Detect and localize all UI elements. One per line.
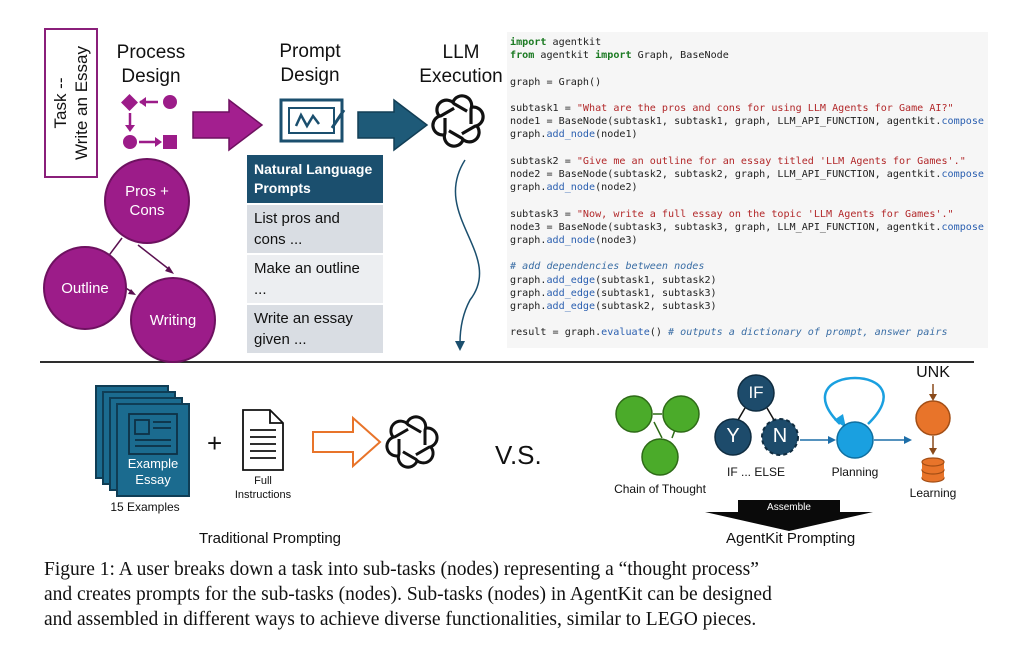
database-icon	[921, 457, 945, 483]
execution-arrowhead	[455, 341, 465, 351]
prompt-row-1-line-2: cons ...	[254, 231, 303, 248]
prompt-row-1: List pros and cons ...	[247, 205, 383, 253]
prompt-row-2-line-2: ...	[254, 281, 267, 298]
task-box: Task -- Write an Essay	[44, 28, 98, 178]
node-outline: Outline	[43, 246, 127, 330]
code-panel: import agentkit from agentkit import Grap…	[507, 32, 988, 348]
example-essay-label: Example Essay	[117, 456, 189, 488]
full-instructions-line-2: Instructions	[234, 489, 292, 501]
assemble-arrow	[705, 500, 873, 531]
llm-execution-line-1: LLM	[442, 42, 480, 63]
learning-graph	[915, 384, 951, 483]
node-pros-cons-line-1: Pros +	[125, 183, 169, 200]
unk-label: UNK	[916, 364, 950, 381]
y-node-label: Y	[726, 425, 740, 447]
caption-line-2: and creates prompts for the sub-tasks (n…	[44, 584, 772, 605]
document-icon	[128, 413, 178, 455]
node-pros-cons: Pros + Cons	[104, 158, 190, 244]
example-essay-line-2: Essay	[135, 472, 171, 487]
example-essay-line-1: Example	[127, 456, 179, 471]
figure-caption: Figure 1: A user breaks down a task into…	[44, 557, 994, 632]
planning-graph	[800, 376, 912, 459]
llm-execution-header: LLM Execution	[406, 41, 516, 89]
prompt-row-1-line-1: List pros and	[254, 210, 340, 227]
full-instructions-label: Full Instructions	[227, 474, 299, 502]
code-line: result = graph.evaluate() # outputs a di…	[510, 327, 948, 339]
code-line: graph.add_node(node1)	[510, 129, 638, 141]
n-node-label: N	[772, 425, 788, 447]
chain-of-thought-label: Chain of Thought	[614, 482, 706, 496]
planning-label: Planning	[831, 465, 879, 479]
code-line: graph.add_node(node2)	[510, 182, 638, 194]
llm-logo-icon	[431, 94, 485, 148]
examples-count: 15 Examples	[110, 500, 180, 514]
prompt-to-llm-arrow	[357, 98, 429, 152]
code-line: graph = Graph()	[510, 76, 602, 88]
process-flow-icon	[121, 94, 177, 149]
if-node-label: IF	[748, 383, 764, 402]
learning-label: Learning	[909, 486, 957, 500]
code-line: graph.add_edge(subtask2, subtask3)	[510, 301, 717, 313]
code-line: node1 = BaseNode(subtask1, subtask1, gra…	[510, 116, 985, 128]
code-line: graph.add_edge(subtask1, subtask3)	[510, 287, 717, 299]
prompts-table: Natural Language Prompts List pros and c…	[247, 155, 383, 353]
process-design-header: Process Design	[100, 41, 202, 89]
prompt-row-2-line-1: Make an outline	[254, 260, 360, 277]
code-line: from agentkit import Graph, BaseNode	[510, 50, 729, 62]
prompts-header-line-1: Natural Language	[254, 161, 373, 177]
prompt-design-icon	[279, 98, 346, 143]
caption-line-3: and assembled in different ways to achie…	[44, 609, 757, 630]
if-else-graph	[714, 374, 799, 456]
code-line: import agentkit	[510, 37, 602, 48]
process-design-line-1: Process	[116, 42, 186, 63]
llm-execution-line-2: Execution	[419, 66, 503, 87]
full-instructions-line-1: Full	[254, 475, 272, 487]
prompt-design-line-1: Prompt	[279, 41, 341, 62]
prompts-header-line-2: Prompts	[254, 180, 311, 196]
node-pros-cons-line-2: Cons	[129, 202, 165, 219]
plus-sign: +	[207, 428, 223, 458]
vs-label: V.S.	[495, 440, 542, 470]
process-design-line-2: Design	[121, 66, 181, 87]
code-line: subtask1 = "What are the pros and cons f…	[510, 103, 954, 115]
node-writing-label: Writing	[149, 311, 197, 329]
caption-line-1: Figure 1: A user breaks down a task into…	[44, 559, 759, 580]
node-writing: Writing	[130, 277, 216, 363]
prompt-row-3: Write an essay given ...	[247, 305, 383, 353]
node-outline-label: Outline	[61, 279, 109, 297]
llm-logo-icon-2	[385, 415, 439, 469]
prompt-row-3-line-2: given ...	[254, 331, 307, 348]
prompt-design-header: Prompt Design	[258, 40, 362, 88]
prompts-table-header: Natural Language Prompts	[247, 155, 383, 203]
code-line: subtask2 = "Give me an outline for an es…	[510, 155, 966, 167]
prompt-design-line-2: Design	[280, 65, 340, 86]
if-else-label: IF ... ELSE	[726, 465, 786, 479]
traditional-prompting-label: Traditional Prompting	[199, 530, 342, 547]
prompt-row-2: Make an outline ...	[247, 255, 383, 303]
code-line: # add dependencies between nodes	[510, 261, 705, 273]
prompt-row-3-line-1: Write an essay	[254, 310, 353, 327]
code-line: node2 = BaseNode(subtask2, subtask2, gra…	[510, 169, 985, 181]
chain-of-thought-graph	[615, 395, 700, 476]
code-line: graph.add_node(node3)	[510, 235, 638, 247]
process-to-prompt-arrow	[192, 98, 264, 152]
agentkit-prompting-label: AgentKit Prompting	[726, 530, 856, 547]
code-line: subtask3 = "Now, write a full essay on t…	[510, 208, 954, 220]
execution-curve-arrow	[454, 159, 481, 344]
code-line: graph.add_edge(subtask1, subtask2)	[510, 274, 717, 286]
instructions-icon	[242, 409, 284, 471]
traditional-arrow	[312, 415, 382, 469]
code-line: node3 = BaseNode(subtask3, subtask3, gra…	[510, 221, 985, 233]
assemble-label: Assemble	[767, 502, 811, 513]
